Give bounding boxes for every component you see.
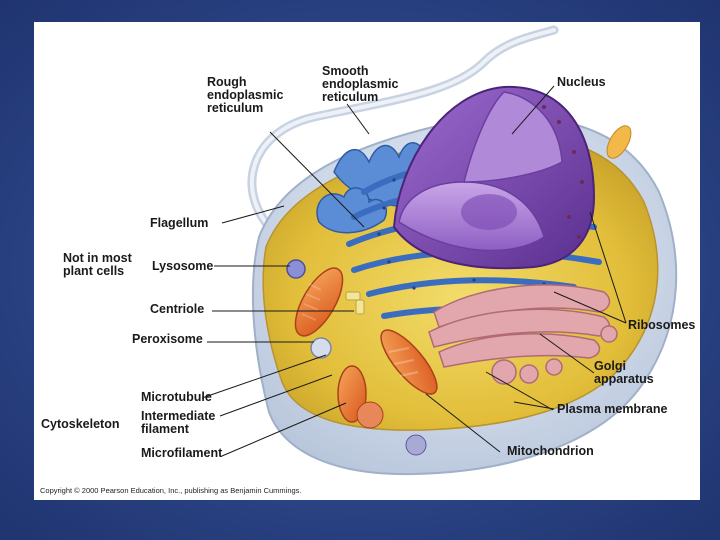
- intermediate-filament-label: Intermediate filament: [141, 409, 216, 436]
- mitochondrion-shape-1: [294, 267, 344, 337]
- mitochondrion-shape-2: [380, 329, 438, 395]
- golgi-label: Golgi apparatus: [594, 359, 654, 386]
- plasma-membrane-label: Plasma membrane: [557, 402, 668, 416]
- mitochondrion-label: Mitochondrion: [507, 444, 594, 458]
- centriole-shape: [345, 291, 365, 315]
- flagellum-label: Flagellum: [150, 216, 209, 230]
- centriole-label: Centriole: [150, 302, 205, 316]
- microfilament-label: Microfilament: [141, 446, 223, 460]
- slide: Rough endoplasmic reticulum Smooth endop…: [34, 22, 700, 500]
- rough-er-label: Rough endoplasmic reticulum: [207, 75, 284, 115]
- peroxisome-shape: [310, 337, 332, 359]
- lysosome-shape: [286, 259, 306, 279]
- animal-cell-diagram: [201, 25, 678, 476]
- golgi-shape: [428, 284, 618, 385]
- ribosomes-label: Ribosomes: [628, 318, 696, 332]
- copyright-text: Copyright © 2000 Pearson Education, Inc.…: [40, 486, 302, 495]
- microtubule-label: Microtubule: [141, 390, 212, 404]
- peroxisome-label: Peroxisome: [132, 332, 203, 346]
- nucleus-label: Nucleus: [557, 75, 606, 89]
- cytoskeleton-label: Cytoskeleton: [41, 417, 120, 431]
- not-in-most-plant-cells-label: Not in most plant cells: [63, 251, 132, 278]
- smooth-er-label: Smooth endoplasmic reticulum: [322, 64, 399, 104]
- lysosome-label: Lysosome: [152, 259, 214, 273]
- nucleus-shape: [392, 85, 596, 270]
